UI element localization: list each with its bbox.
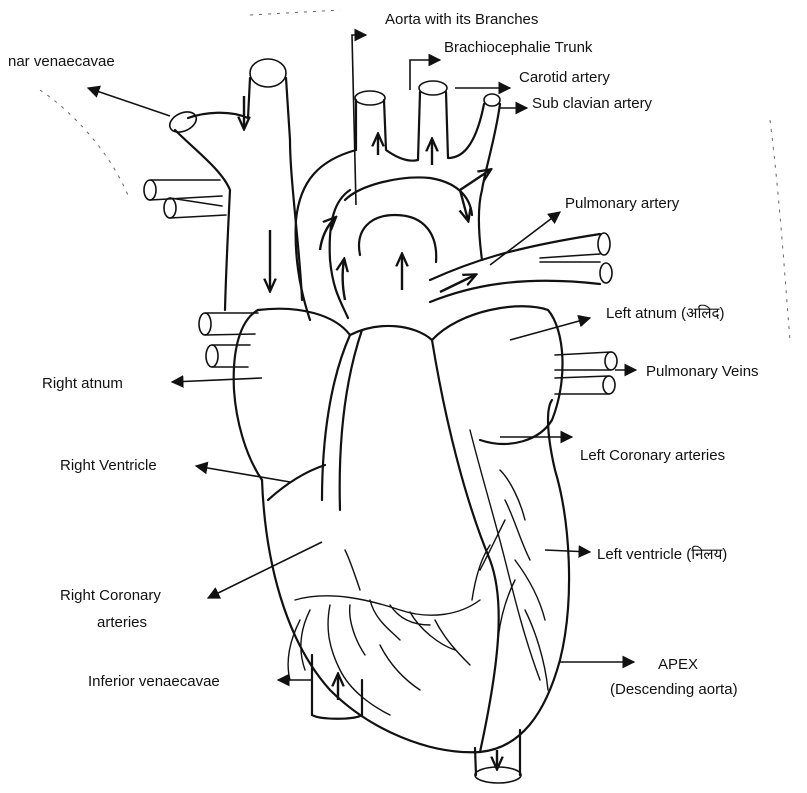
- left-coronary-label: Left Coronary arteries: [580, 447, 725, 464]
- pulmonary-artery-label: Pulmonary artery: [565, 195, 680, 212]
- right-coronary-label-line1: Right Coronary: [60, 587, 161, 604]
- right-atrium-label: Right atnum: [42, 375, 123, 392]
- apex-label: APEX: [658, 656, 698, 673]
- flow-arrows: [244, 96, 497, 768]
- left-atrium-pointer-arrow: [510, 318, 590, 340]
- right-atrium-shape: [199, 309, 350, 480]
- brachiocephalic-label: Brachiocephalie Trunk: [444, 39, 593, 56]
- annotation-layer: Aorta with its Branches Brachiocephalie …: [8, 11, 759, 698]
- ivc-label: Inferior venaecavae: [88, 673, 220, 690]
- left-ventricle-label: Left ventricle (निलय): [597, 545, 727, 563]
- right-ventricle-pointer-arrow: [196, 466, 290, 482]
- svc-label: nar venaecavae: [8, 53, 115, 70]
- right-atrium-pointer-arrow: [172, 378, 262, 382]
- right-coronary-label-line2: arteries: [97, 614, 147, 631]
- svc-pointer-arrow: [88, 88, 170, 116]
- aorta-pointer-arrow: [352, 35, 366, 205]
- brachiocephalic-pointer-arrow: [410, 60, 440, 90]
- carotid-label: Carotid artery: [519, 69, 610, 86]
- left-atrium-shape: [432, 306, 617, 444]
- right-coronary-pointer-arrow: [208, 542, 322, 598]
- aortic-arch: [296, 81, 500, 320]
- left-atrium-label: Left atnum (अलिद): [606, 304, 725, 322]
- pulmonary-artery-vessel: [430, 233, 612, 302]
- subclavian-label: Sub clavian artery: [532, 95, 653, 112]
- descending-aorta-label: (Descending aorta): [610, 681, 738, 698]
- aorta-label: Aorta with its Branches: [385, 11, 538, 28]
- right-ventricle-label: Right Ventricle: [60, 457, 157, 474]
- coronary-branches: [288, 430, 548, 715]
- pulmonary-veins-label: Pulmonary Veins: [646, 363, 759, 380]
- ventricles-outline: [262, 326, 569, 752]
- left-ventricle-pointer-arrow: [545, 550, 590, 552]
- superior-vena-cava: [144, 59, 302, 310]
